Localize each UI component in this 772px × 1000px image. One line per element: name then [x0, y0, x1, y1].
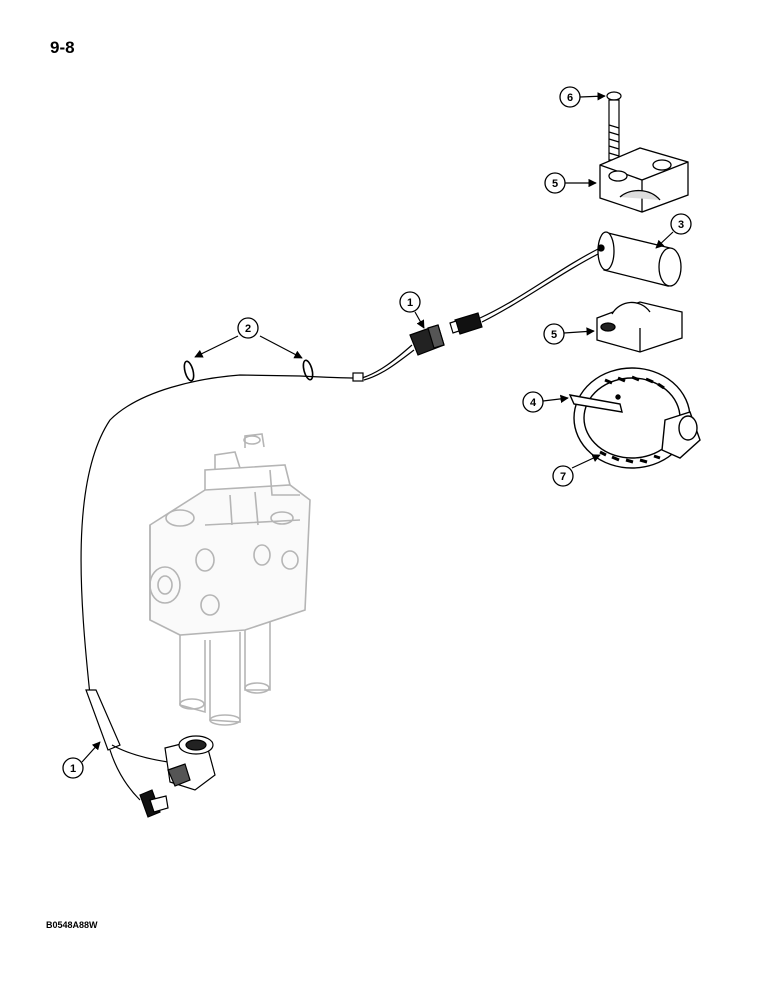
svg-text:2: 2 [245, 323, 251, 335]
harness-connector [409, 312, 483, 356]
callout-2: 2 [237, 317, 259, 339]
svg-text:4: 4 [530, 397, 537, 409]
callout-5-upper: 5 [544, 172, 566, 194]
figure-code: B0548A88W [46, 920, 98, 930]
callout-4: 4 [522, 391, 544, 413]
wiring-harness [80, 247, 603, 696]
svg-text:5: 5 [552, 178, 558, 190]
control-valve-illustration [149, 433, 311, 726]
pressure-switch [85, 689, 216, 818]
callout-6: 6 [559, 86, 581, 108]
svg-text:7: 7 [560, 471, 566, 483]
callout-1-harness: 1 [62, 757, 84, 779]
svg-text:1: 1 [70, 763, 76, 775]
svg-text:5: 5 [551, 329, 557, 341]
clamp-half-upper [599, 147, 689, 213]
callout-1-connector: 1 [399, 291, 421, 313]
sensor [597, 231, 682, 287]
callout-3: 3 [670, 213, 692, 235]
callout-7: 7 [552, 465, 574, 487]
svg-text:6: 6 [567, 92, 573, 104]
cap-screw [606, 91, 622, 161]
callout-5-lower: 5 [543, 323, 565, 345]
page-number: 9-8 [50, 38, 75, 57]
leader-lines [81, 92, 674, 763]
hose-clamp [568, 367, 701, 469]
clamp-half-lower [596, 301, 683, 353]
svg-text:3: 3 [678, 219, 684, 231]
svg-text:1: 1 [407, 297, 413, 309]
